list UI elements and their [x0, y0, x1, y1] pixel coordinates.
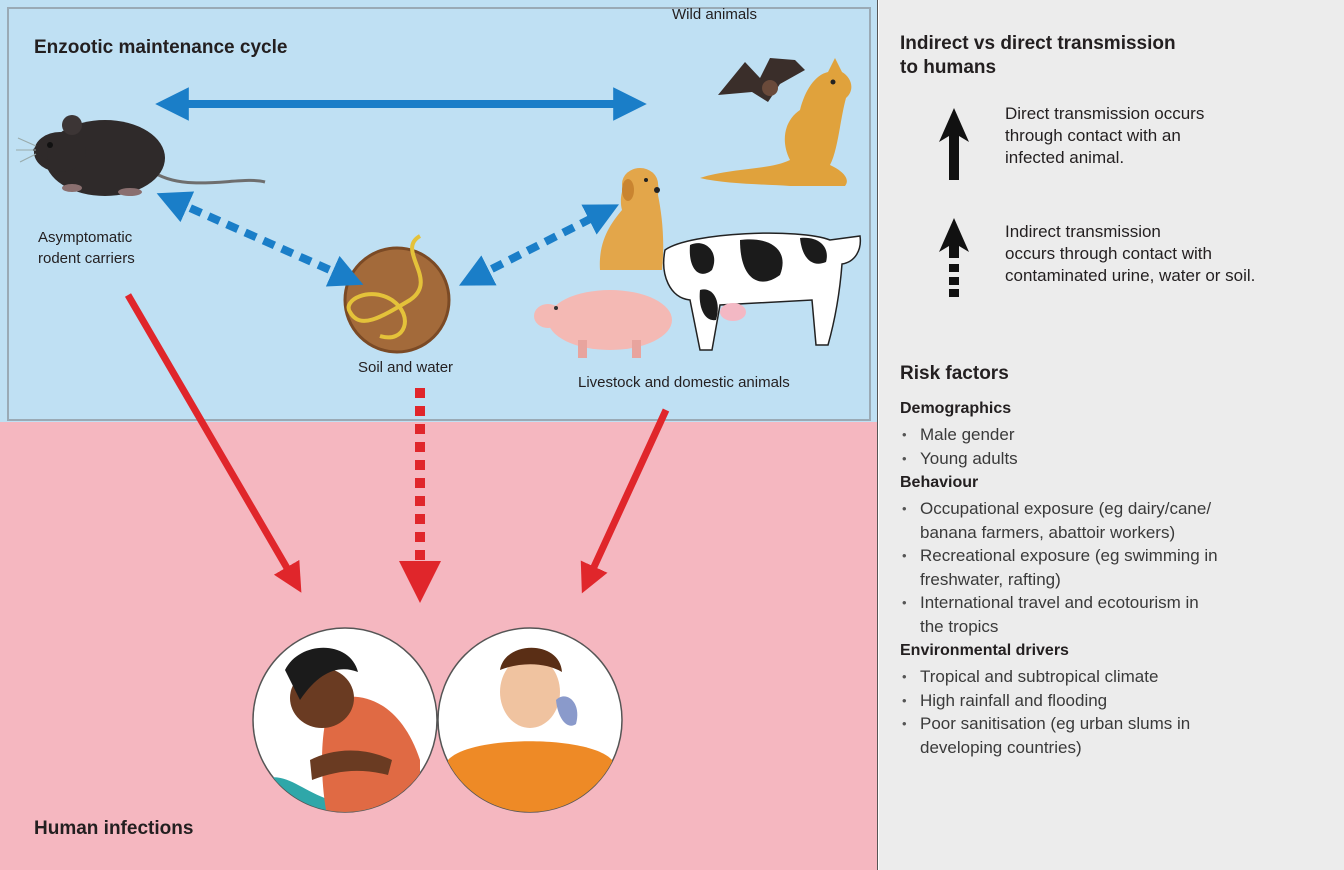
list-item: Tropical and subtropical climate: [900, 665, 1330, 689]
blue-dashed-soil-livestock: [459, 204, 619, 286]
soil-water-illustration: [343, 234, 451, 354]
wild-animals-label: Wild animals: [672, 6, 758, 23]
soil-water-label: Soil and water: [358, 359, 454, 376]
list-item: Male gender: [900, 423, 1330, 447]
indirect-transmission-text: Indirect transmission occurs through con…: [1005, 222, 1256, 285]
pig-illustration: [534, 290, 672, 358]
list-item: Recreational exposure (eg swimming in fr…: [900, 544, 1330, 591]
risk-factors-list: Demographics Male gender Young adults Be…: [900, 396, 1330, 759]
direct-transmission-arrow-icon: [939, 108, 969, 180]
legend-title: Indirect vs direct transmission to human…: [900, 33, 1176, 78]
enzootic-cycle-region: [0, 0, 878, 422]
risk-group-heading-environmental: Environmental drivers: [900, 642, 1069, 659]
rodent-carriers-label: Asymptomatic rodent carriers: [38, 229, 135, 267]
cow-illustration: [663, 232, 862, 351]
side-panel: Indirect vs direct transmission to human…: [879, 0, 1344, 870]
risk-factors-title: Risk factors: [900, 363, 1009, 384]
diagram-canvas: [0, 0, 878, 870]
rodent-illustration: [16, 115, 266, 196]
list-item: Occupational exposure (eg dairy/cane/ ba…: [900, 497, 1330, 544]
list-item: International travel and ecotourism in t…: [900, 591, 1330, 638]
red-arrow-rodent-human: [124, 293, 302, 593]
transmission-diagram: Enzootic maintenance cycle Wild animals …: [0, 0, 878, 870]
human-infections-title: Human infections: [34, 818, 194, 839]
risk-group-heading-behaviour: Behaviour: [900, 474, 979, 491]
risk-group-heading-demographics: Demographics: [900, 400, 1012, 417]
list-item: Poor sanitisation (eg urban slums in dev…: [900, 712, 1330, 759]
blue-dashed-rodent-soil: [156, 191, 364, 287]
human-infections-region: [0, 422, 878, 870]
bat-illustration: [718, 58, 805, 102]
enzootic-cycle-title: Enzootic maintenance cycle: [34, 37, 288, 58]
livestock-label: Livestock and domestic animals: [578, 374, 790, 391]
indirect-transmission-arrow-icon: [939, 218, 969, 297]
list-item: Young adults: [900, 447, 1330, 471]
red-arrow-livestock-human: [580, 408, 670, 594]
list-item: High rainfall and flooding: [900, 689, 1330, 713]
direct-transmission-text: Direct transmission occurs through conta…: [1005, 104, 1205, 167]
kangaroo-illustration: [700, 58, 852, 186]
